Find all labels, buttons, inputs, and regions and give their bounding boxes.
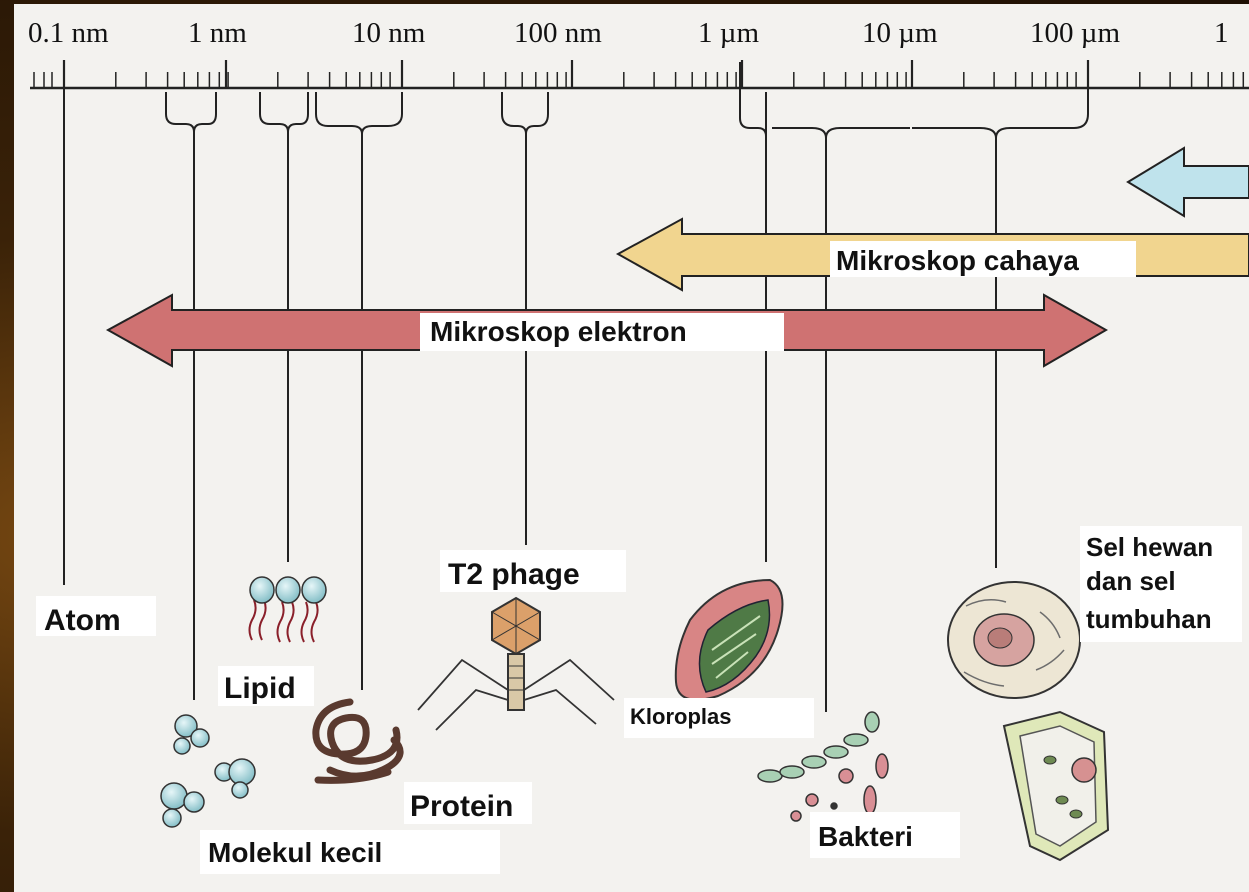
- cells-label-line-1: Sel hewan: [1086, 532, 1213, 562]
- top-range-arrow: [1128, 148, 1249, 216]
- bacteria-label: Bakteri: [818, 821, 913, 852]
- cells-label-line-2: dan sel: [1086, 566, 1176, 596]
- scale-label-1um: 1 µm: [698, 17, 759, 49]
- scale-label-1nm: 1 nm: [188, 17, 247, 49]
- cells-label-line-3: tumbuhan: [1086, 604, 1212, 634]
- scale-label-100um: 100 µm: [1030, 17, 1120, 49]
- bracket-t2-phage: [502, 92, 548, 134]
- bracket-chloroplast: [740, 62, 766, 136]
- bracket-cells: [912, 62, 1088, 138]
- small-molecules-illustration: [161, 715, 255, 827]
- scale-ticks: [34, 60, 1243, 88]
- size-brackets: [166, 62, 1088, 138]
- scale-label-1: 1: [1214, 17, 1229, 49]
- light-microscope-label: Mikroskop cahaya: [836, 245, 1079, 276]
- chloroplast-label: Kloroplas: [630, 704, 731, 729]
- electron-microscope-label: Mikroskop elektron: [430, 316, 687, 347]
- protein-illustration: [316, 702, 400, 780]
- bracket-small-molecules: [166, 92, 216, 132]
- scale-label-10nm: 10 nm: [352, 17, 426, 49]
- chloroplast-illustration: [676, 580, 783, 700]
- lipid-label: Lipid: [224, 672, 296, 705]
- scale-label-0.1nm: 0.1 nm: [28, 17, 109, 49]
- lipid-illustration: [250, 577, 327, 642]
- plant-cell-illustration: [1004, 712, 1108, 860]
- bracket-protein: [316, 92, 402, 134]
- bracket-bacteria: [772, 128, 910, 138]
- small-molecules-label: Molekul kecil: [208, 837, 382, 868]
- protein-label: Protein: [410, 790, 513, 823]
- scale-label-100nm: 100 nm: [514, 17, 602, 49]
- atom-label: Atom: [44, 604, 121, 637]
- scale-label-10um: 10 µm: [862, 17, 938, 49]
- t2-phage-illustration: [418, 598, 614, 730]
- bracket-lipid: [260, 92, 308, 132]
- animal-cell-illustration: [948, 582, 1080, 698]
- t2-phage-label: T2 phage: [448, 558, 580, 591]
